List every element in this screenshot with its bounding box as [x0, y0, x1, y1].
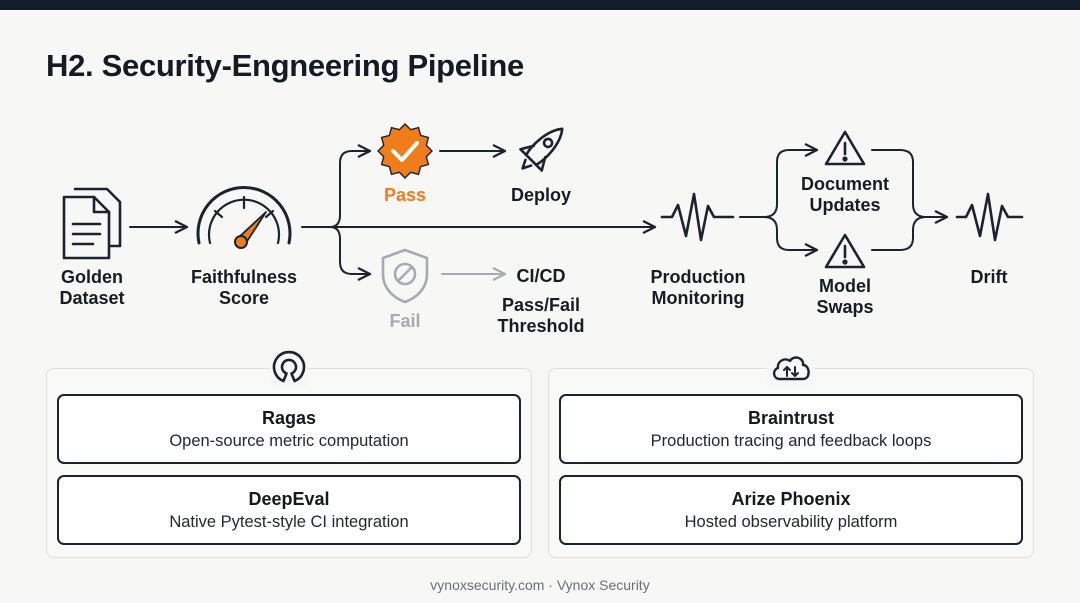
branch-up-to-document	[763, 143, 819, 218]
branch-to-pass	[329, 144, 372, 228]
tool-card-deepeval[interactable]: DeepEval Native Pytest-style CI integrat…	[57, 475, 521, 545]
tool-description: Native Pytest-style CI integration	[169, 513, 409, 531]
page-title: H2. Security-Engneering Pipeline	[46, 48, 524, 83]
label-model-swaps: Model Swaps	[816, 276, 874, 317]
label-golden-dataset: Golden Dataset	[59, 267, 125, 308]
label-cicd: CI/CD Pass/Fail Threshold	[497, 266, 585, 336]
gauge-icon	[196, 186, 292, 249]
branch-down-to-model	[763, 216, 819, 257]
cloud-sync-icon	[767, 349, 815, 387]
pulse-icon	[660, 192, 735, 242]
tool-description: Hosted observability platform	[684, 513, 898, 531]
label-drift: Drift	[970, 267, 1008, 287]
tool-description: Production tracing and feedback loops	[650, 432, 932, 450]
tool-name: Braintrust	[747, 408, 834, 428]
label-fail: Fail	[389, 311, 421, 331]
label-faithfulness-score: Faithfulness Score	[190, 267, 298, 308]
rocket-icon	[519, 127, 564, 172]
label-document-updates: Document Updates	[800, 174, 890, 215]
branch-to-fail	[329, 226, 372, 281]
tool-description: Open-source metric computation	[169, 432, 409, 450]
label-pass: Pass	[383, 185, 427, 205]
label-production-monitoring: Production Monitoring	[650, 267, 746, 308]
tool-name: Ragas	[261, 408, 317, 428]
drift-pulse-icon	[955, 192, 1024, 242]
warning-triangle-icon	[824, 130, 866, 166]
tool-card-arize-phoenix[interactable]: Arize Phoenix Hosted observability platf…	[559, 475, 1023, 545]
footer: vynoxsecurity.com · Vynox Security	[430, 577, 650, 593]
merge-from-model	[871, 216, 927, 251]
tool-card-ragas[interactable]: Ragas Open-source metric computation	[57, 394, 521, 464]
shield-block-icon	[381, 248, 429, 304]
open-source-icon	[270, 349, 308, 387]
merge-from-document	[871, 149, 927, 218]
tool-name: Arize Phoenix	[731, 489, 851, 509]
check-badge-icon	[377, 123, 433, 179]
tools-panel-evaluation: Ragas Open-source metric computation Dee…	[46, 349, 532, 558]
tools-panel-observability: Braintrust Production tracing and feedba…	[548, 349, 1034, 558]
warning-triangle-icon	[824, 233, 866, 269]
documents-icon	[62, 187, 122, 260]
top-bar	[0, 0, 1080, 10]
tool-card-braintrust[interactable]: Braintrust Production tracing and feedba…	[559, 394, 1023, 464]
label-deploy: Deploy	[510, 185, 572, 205]
tool-name: DeepEval	[248, 489, 330, 509]
